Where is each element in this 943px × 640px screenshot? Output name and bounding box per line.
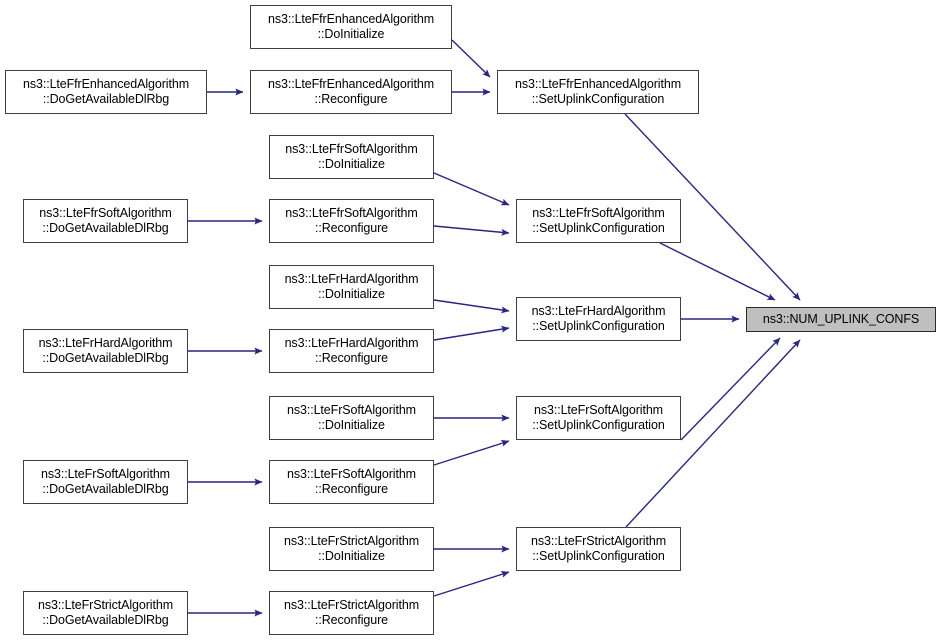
node-fr_hard_setuplink[interactable]: ns3::LteFrHardAlgorithm ::SetUplinkConfi… <box>516 297 681 341</box>
node-ffr_enh_dogetavail[interactable]: ns3::LteFfrEnhancedAlgorithm ::DoGetAvai… <box>5 70 207 114</box>
node-label-fr_strict_reconfigure: ns3::LteFrStrictAlgorithm ::Reconfigure <box>283 598 420 627</box>
node-ffr_enh_doinit[interactable]: ns3::LteFfrEnhancedAlgorithm ::DoInitial… <box>250 5 452 49</box>
node-label-fr_soft_dogetavail: ns3::LteFrSoftAlgorithm ::DoGetAvailable… <box>40 467 170 496</box>
node-label-ffr_enh_setuplink: ns3::LteFfrEnhancedAlgorithm ::SetUplink… <box>514 77 682 106</box>
edge-fr_hard_doinit-to-fr_hard_setuplink <box>433 299 510 314</box>
node-label-fr_hard_reconfigure: ns3::LteFrHardAlgorithm ::Reconfigure <box>284 336 419 365</box>
node-label-ffr_enh_reconfigure: ns3::LteFfrEnhancedAlgorithm ::Reconfigu… <box>267 77 435 106</box>
node-label-fr_soft_reconfigure: ns3::LteFrSoftAlgorithm ::Reconfigure <box>286 467 416 496</box>
node-fr_strict_reconfigure[interactable]: ns3::LteFrStrictAlgorithm ::Reconfigure <box>269 591 434 635</box>
node-label-fr_hard_setuplink: ns3::LteFrHardAlgorithm ::SetUplinkConfi… <box>531 304 666 333</box>
edge-fr_soft_setuplink-to-num_uplink_confs <box>680 337 781 441</box>
node-label-ffr_soft_reconfigure: ns3::LteFfrSoftAlgorithm ::Reconfigure <box>285 206 418 235</box>
node-ffr_soft_dogetavail[interactable]: ns3::LteFfrSoftAlgorithm ::DoGetAvailabl… <box>23 199 188 243</box>
node-num_uplink_confs[interactable]: ns3::NUM_UPLINK_CONFS <box>746 307 936 332</box>
node-fr_hard_dogetavail[interactable]: ns3::LteFrHardAlgorithm ::DoGetAvailable… <box>23 329 188 373</box>
edge-fr_strict_reconfigure-to-fr_strict_setuplink <box>433 570 510 597</box>
node-fr_strict_doinit[interactable]: ns3::LteFrStrictAlgorithm ::DoInitialize <box>269 527 434 571</box>
node-fr_strict_setuplink[interactable]: ns3::LteFrStrictAlgorithm ::SetUplinkCon… <box>516 527 681 571</box>
node-fr_soft_setuplink[interactable]: ns3::LteFrSoftAlgorithm ::SetUplinkConfi… <box>516 396 681 440</box>
node-label-ffr_soft_dogetavail: ns3::LteFfrSoftAlgorithm ::DoGetAvailabl… <box>39 206 172 235</box>
node-fr_strict_dogetavail[interactable]: ns3::LteFrStrictAlgorithm ::DoGetAvailab… <box>23 591 188 635</box>
edge-ffr_soft_reconfigure-to-ffr_soft_setuplink <box>433 225 510 236</box>
node-label-ffr_enh_doinit: ns3::LteFfrEnhancedAlgorithm ::DoInitial… <box>267 12 435 41</box>
node-ffr_enh_reconfigure[interactable]: ns3::LteFfrEnhancedAlgorithm ::Reconfigu… <box>250 70 452 114</box>
node-ffr_soft_setuplink[interactable]: ns3::LteFfrSoftAlgorithm ::SetUplinkConf… <box>516 199 681 243</box>
node-label-fr_soft_doinit: ns3::LteFrSoftAlgorithm ::DoInitialize <box>286 403 416 432</box>
node-label-ffr_soft_doinit: ns3::LteFfrSoftAlgorithm ::DoInitialize <box>285 142 418 171</box>
node-label-fr_soft_setuplink: ns3::LteFrSoftAlgorithm ::SetUplinkConfi… <box>532 403 665 432</box>
edge-ffr_soft_doinit-to-ffr_soft_setuplink <box>433 172 510 206</box>
node-fr_soft_reconfigure[interactable]: ns3::LteFrSoftAlgorithm ::Reconfigure <box>269 460 434 504</box>
edge-ffr_enh_doinit-to-ffr_enh_setuplink <box>451 39 491 78</box>
node-ffr_enh_setuplink[interactable]: ns3::LteFfrEnhancedAlgorithm ::SetUplink… <box>497 70 699 114</box>
edge-fr_soft_reconfigure-to-fr_soft_setuplink <box>433 439 510 466</box>
node-label-ffr_soft_setuplink: ns3::LteFfrSoftAlgorithm ::SetUplinkConf… <box>532 206 665 235</box>
node-label-fr_strict_setuplink: ns3::LteFrStrictAlgorithm ::SetUplinkCon… <box>530 534 667 563</box>
node-label-fr_strict_doinit: ns3::LteFrStrictAlgorithm ::DoInitialize <box>283 534 420 563</box>
node-label-fr_hard_dogetavail: ns3::LteFrHardAlgorithm ::DoGetAvailable… <box>38 336 173 365</box>
node-ffr_soft_doinit[interactable]: ns3::LteFfrSoftAlgorithm ::DoInitialize <box>269 135 434 179</box>
node-label-fr_strict_dogetavail: ns3::LteFrStrictAlgorithm ::DoGetAvailab… <box>37 598 174 627</box>
node-label-num_uplink_confs: ns3::NUM_UPLINK_CONFS <box>762 312 920 326</box>
node-fr_hard_doinit[interactable]: ns3::LteFrHardAlgorithm ::DoInitialize <box>269 265 434 309</box>
node-fr_soft_doinit[interactable]: ns3::LteFrSoftAlgorithm ::DoInitialize <box>269 396 434 440</box>
node-fr_soft_dogetavail[interactable]: ns3::LteFrSoftAlgorithm ::DoGetAvailable… <box>23 460 188 504</box>
node-ffr_soft_reconfigure[interactable]: ns3::LteFfrSoftAlgorithm ::Reconfigure <box>269 199 434 243</box>
node-fr_hard_reconfigure[interactable]: ns3::LteFrHardAlgorithm ::Reconfigure <box>269 329 434 373</box>
edge-ffr_soft_setuplink-to-num_uplink_confs <box>659 242 776 301</box>
node-label-fr_hard_doinit: ns3::LteFrHardAlgorithm ::DoInitialize <box>284 272 419 301</box>
edge-fr_hard_reconfigure-to-fr_hard_setuplink <box>433 325 510 341</box>
node-label-ffr_enh_dogetavail: ns3::LteFfrEnhancedAlgorithm ::DoGetAvai… <box>22 77 190 106</box>
